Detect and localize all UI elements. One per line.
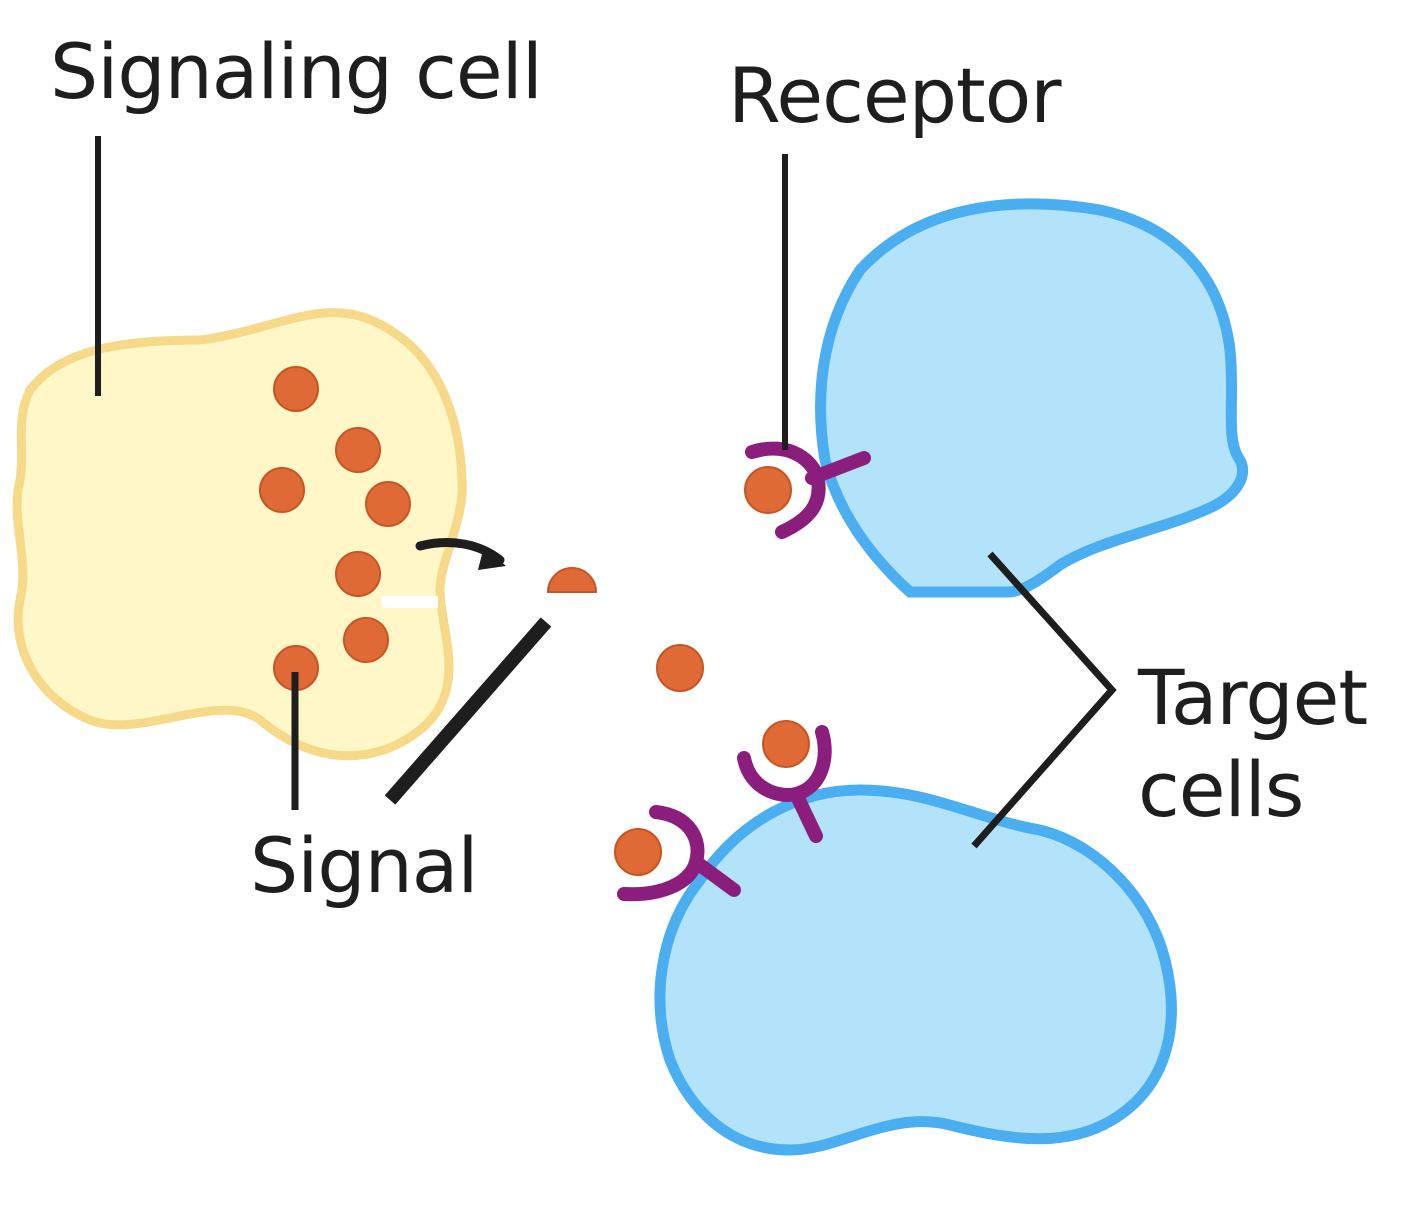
leader-line-signal-free — [384, 617, 552, 805]
signal-molecule — [614, 828, 662, 876]
signal-molecule — [744, 466, 792, 514]
signal-molecule — [273, 366, 319, 412]
receptor-top — [744, 441, 871, 539]
membrane-gap — [382, 596, 438, 608]
label-signaling-cell: Signaling cell — [50, 27, 543, 116]
signal-molecule — [762, 720, 810, 768]
signal-molecule — [546, 567, 598, 593]
signaling-cell — [12, 308, 467, 761]
label-target-line2: cells — [1138, 745, 1304, 834]
label-target-line1: Target — [1138, 653, 1368, 742]
target-cell-top — [815, 198, 1248, 598]
signal-molecules-internal — [259, 366, 411, 691]
leader-bracket-target-cells — [971, 551, 1117, 849]
leader-lines — [95, 136, 1117, 849]
signal-molecule — [259, 467, 305, 513]
signal-molecule — [365, 481, 411, 527]
label-signal: Signal — [250, 821, 478, 910]
signal-molecule — [335, 551, 381, 597]
receptor-bottom-lower — [614, 805, 741, 902]
curved-arrow-icon — [415, 537, 506, 570]
receptor-bottom-upper — [737, 720, 832, 843]
signal-molecule — [335, 427, 381, 473]
signal-molecule — [343, 617, 389, 663]
target-cell-bottom — [654, 784, 1177, 1156]
label-target-cells: Target cells — [1138, 652, 1368, 836]
signal-molecule — [656, 644, 704, 692]
signal-molecules-free — [546, 567, 704, 692]
label-receptor: Receptor — [728, 51, 1061, 140]
